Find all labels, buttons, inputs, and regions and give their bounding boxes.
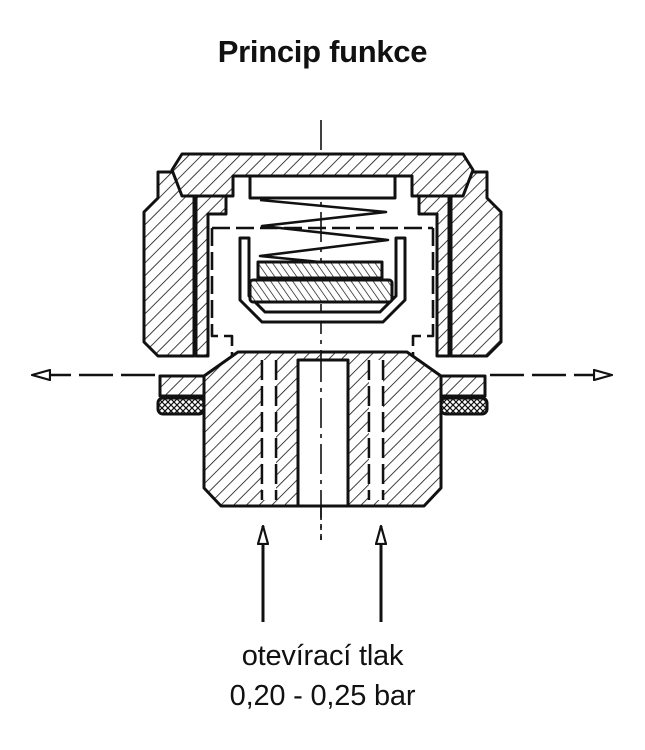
caption-opening-pressure-label: otevírací tlak <box>241 640 404 672</box>
compression-spring <box>258 198 390 270</box>
channel-right-fill <box>369 360 383 500</box>
seal-ring-left <box>156 396 206 416</box>
piston-guide-dashed <box>210 226 435 356</box>
center-bore <box>296 358 350 508</box>
caption-pressure-value: 0,20 - 0,25 bar <box>229 680 416 712</box>
diagram-title: Princip funkce <box>217 34 428 69</box>
valve-disc-upper <box>256 260 384 280</box>
valve-disc-lower <box>248 278 394 304</box>
spring-seat <box>248 174 397 200</box>
inner-sleeve-left <box>194 194 228 358</box>
seal-ring-right <box>439 396 489 416</box>
channel-left-fill <box>262 360 276 500</box>
inner-sleeve-right <box>417 194 451 358</box>
